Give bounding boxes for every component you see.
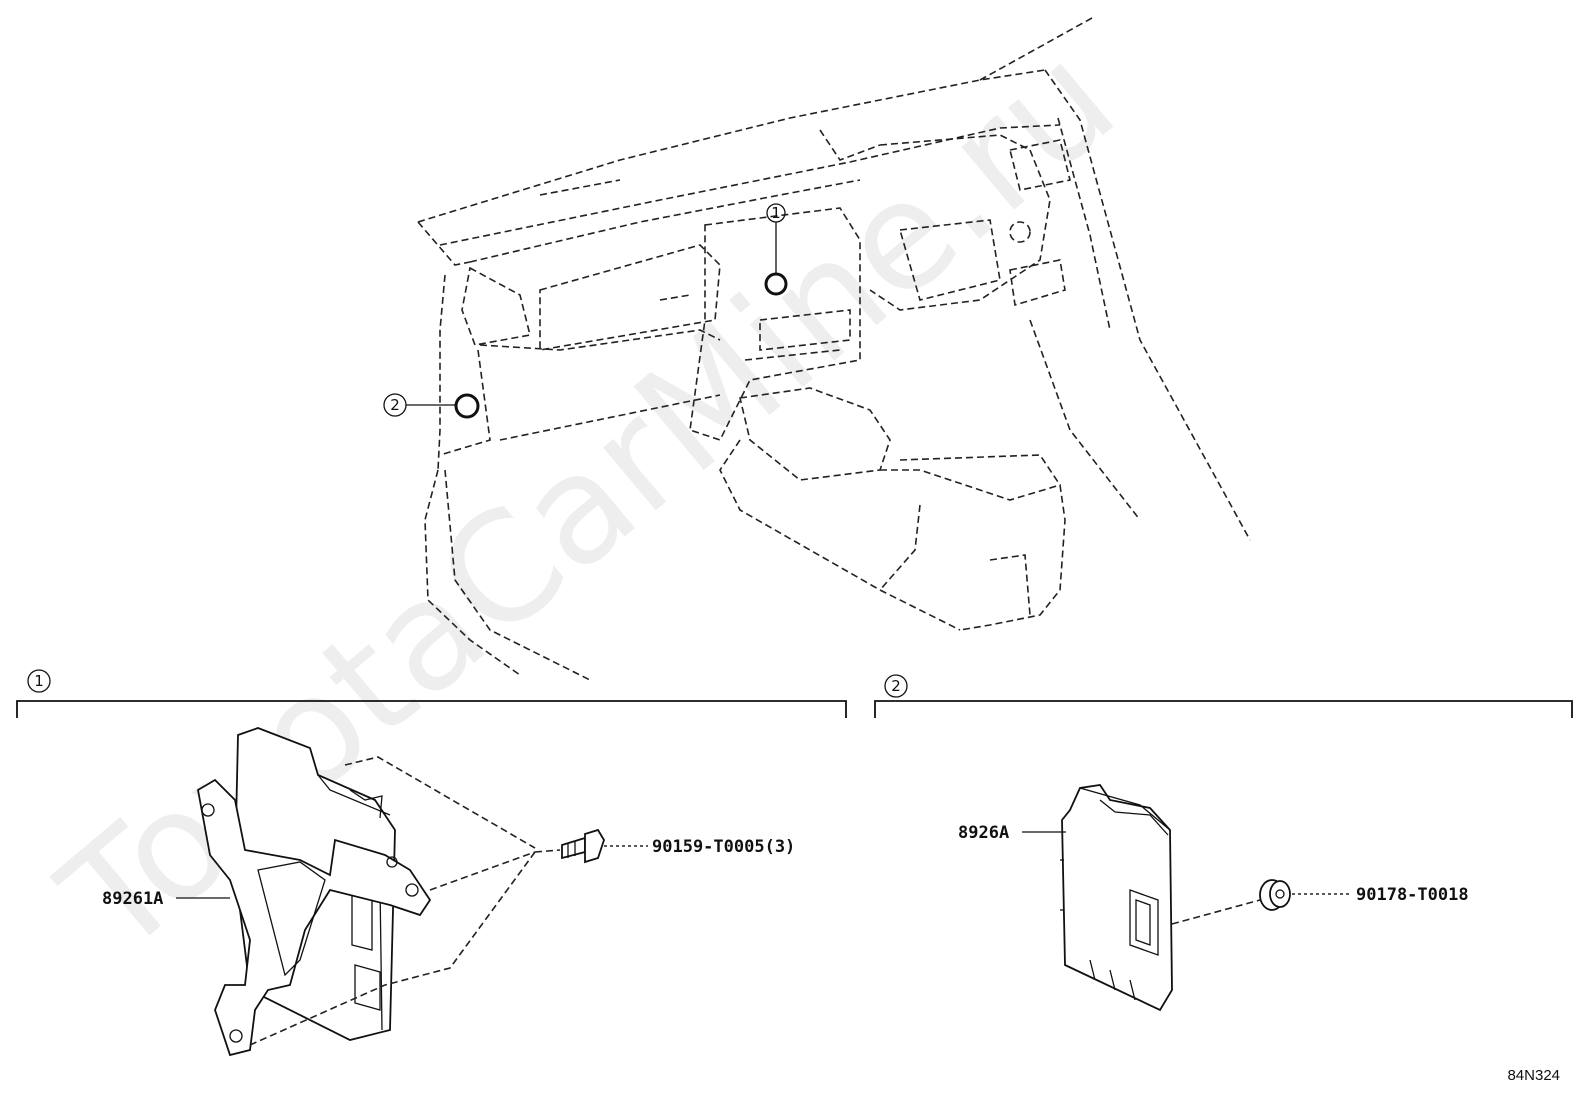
- label-89261a: 89261A: [102, 889, 163, 909]
- module-8926a[interactable]: [1060, 784, 1173, 1012]
- ecu-89261a[interactable]: [197, 727, 432, 1057]
- section-2-assembly-line: [1171, 899, 1261, 925]
- section-1-assembly-lines: [249, 756, 561, 1046]
- clip-90178-t0018[interactable]: [1259, 879, 1291, 911]
- overview-callout-2-number: 2: [390, 396, 400, 414]
- section-1-number: 1: [34, 672, 44, 690]
- section-1-bracket: [16, 700, 847, 718]
- dashboard-overview: [417, 17, 1251, 681]
- label-90159-t0005: 90159-T0005(3): [652, 837, 795, 857]
- section-1: 1 89261A: [16, 669, 847, 1057]
- overview-callout-1[interactable]: 1: [764, 203, 788, 296]
- diagram-code: 84N324: [1507, 1067, 1560, 1084]
- overview-location-marker-2: [454, 393, 480, 419]
- label-8926a: 8926A: [958, 823, 1009, 843]
- overview-callout-1-number: 1: [771, 204, 781, 222]
- overview-location-marker-1: [764, 272, 788, 296]
- label-90178-t0018: 90178-T0018: [1356, 885, 1469, 905]
- section-2: 2 8926A 90178-T0018: [874, 674, 1573, 1012]
- section-2-number: 2: [891, 677, 901, 695]
- section-2-bracket: [874, 700, 1573, 718]
- bolt-90159-t0005[interactable]: [561, 828, 605, 864]
- overview-callout-2[interactable]: 2: [383, 393, 480, 419]
